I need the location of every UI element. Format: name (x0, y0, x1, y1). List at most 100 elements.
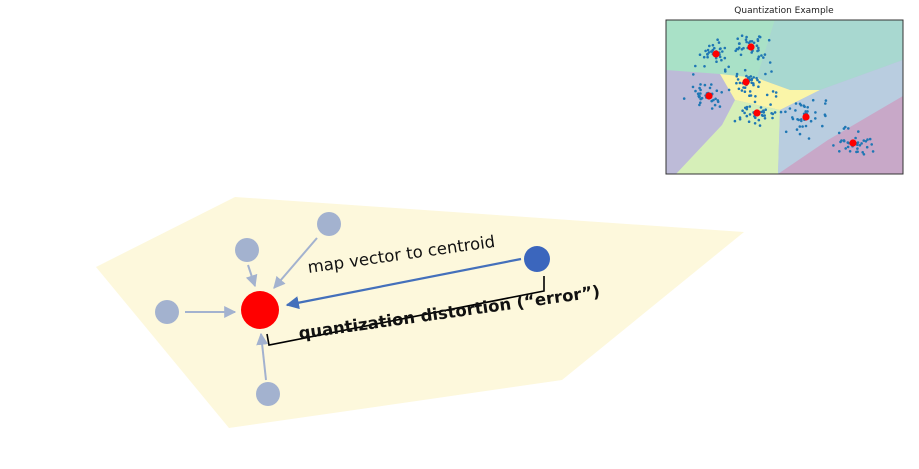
inset-data-point (703, 65, 706, 68)
inset-data-point (718, 55, 722, 59)
inset-data-point (798, 132, 802, 136)
inset-data-point (800, 119, 803, 123)
inset-data-point (699, 101, 702, 104)
inset-data-point (712, 98, 715, 102)
mapped-input-vector (524, 246, 550, 272)
inset-data-point (713, 103, 717, 107)
inset-data-point (763, 117, 767, 120)
inset-data-point (773, 111, 777, 114)
inset-data-point (719, 47, 722, 50)
inset-data-point (865, 145, 869, 149)
inset-data-point (824, 102, 827, 105)
inset-data-point (743, 90, 747, 93)
inset-centroid (705, 92, 713, 100)
inset-data-point (861, 151, 864, 154)
inset-data-point (736, 37, 739, 40)
inset-data-point (741, 109, 744, 112)
inset-data-point (797, 118, 800, 122)
inset-data-point (748, 90, 752, 93)
inset-data-point (858, 144, 862, 147)
voronoi-cell-green (676, 100, 780, 174)
inset-data-point (735, 81, 738, 85)
inset-data-point (710, 107, 714, 110)
inset-data-point (745, 105, 749, 109)
inset-data-point (691, 85, 695, 89)
inset-centroid (747, 43, 755, 51)
voronoi-regions (666, 20, 903, 174)
inset-data-point (713, 46, 716, 50)
inset-data-point (804, 124, 808, 128)
inset-data-point (762, 109, 765, 112)
inset-data-point (870, 143, 873, 146)
inset-data-point (795, 128, 799, 131)
inset-data-point (735, 47, 739, 51)
inset-data-point (727, 88, 731, 92)
inset-data-point (757, 85, 760, 88)
inset-plot-title: Quantization Example (734, 6, 834, 16)
inset-data-point (764, 108, 767, 111)
inset-data-point (784, 130, 788, 134)
inset-data-point (745, 74, 748, 78)
inset-data-point (821, 124, 824, 128)
inset-data-point (750, 78, 753, 82)
inset-data-point (752, 76, 755, 79)
inset-data-point (749, 75, 753, 78)
inset-data-point (699, 97, 702, 101)
inset-data-point (758, 80, 761, 84)
inset-data-point (762, 56, 765, 59)
inset-data-point (770, 70, 773, 73)
inset-data-point (706, 53, 709, 56)
inset-data-point (774, 91, 778, 94)
voronoi-cell-steel (778, 60, 903, 174)
inset-data-point (723, 56, 727, 60)
inset-data-point (716, 100, 720, 104)
inset-data-point (846, 141, 850, 144)
inset-data-point (774, 95, 778, 98)
inset-data-point (824, 114, 827, 118)
inset-data-point (856, 147, 859, 150)
inset-data-point (738, 117, 742, 121)
inset-data-point (752, 41, 756, 45)
inset-data-point (811, 98, 815, 102)
inset-data-point (756, 78, 759, 82)
inset-data-point (856, 141, 860, 144)
inset-data-point (733, 119, 737, 123)
inset-data-point (757, 46, 760, 50)
inset-data-point (753, 100, 757, 104)
inset-data-point (747, 120, 751, 123)
voronoi-cell-teal (757, 20, 903, 90)
inset-data-point (744, 38, 748, 41)
inset-data-point (736, 78, 740, 81)
neighbor-vector-left (155, 300, 179, 324)
inset-data-point (698, 103, 701, 107)
inset-data-point (735, 72, 739, 76)
inset-data-point (862, 139, 866, 142)
inset-data-point (703, 83, 707, 87)
distortion-bracket (266, 276, 545, 346)
inset-data-point (727, 65, 730, 69)
inset-centroid (849, 139, 857, 147)
inset-data-point (738, 81, 742, 85)
inset-data-point (753, 122, 757, 125)
inset-data-point (692, 73, 695, 76)
inset-data-point (760, 113, 764, 117)
inset-data-point (754, 95, 757, 98)
inset-data-point (856, 143, 859, 147)
inset-data-point (715, 89, 719, 92)
inset-data-point (694, 64, 697, 68)
inset-data-point (715, 60, 718, 63)
inset-data-point (848, 150, 852, 153)
inset-data-point (711, 43, 715, 47)
inset-data-point (748, 113, 752, 116)
inset-data-point (745, 35, 748, 39)
inset-data-point (737, 87, 741, 91)
inset-data-point (745, 114, 749, 118)
inset-data-point (682, 97, 686, 100)
inset-data-point (801, 125, 804, 128)
inset-data-point (717, 41, 721, 44)
inset-data-point (738, 42, 741, 45)
inset-data-point (862, 153, 866, 156)
inset-data-point (748, 94, 751, 97)
inset-data-point (856, 150, 859, 153)
